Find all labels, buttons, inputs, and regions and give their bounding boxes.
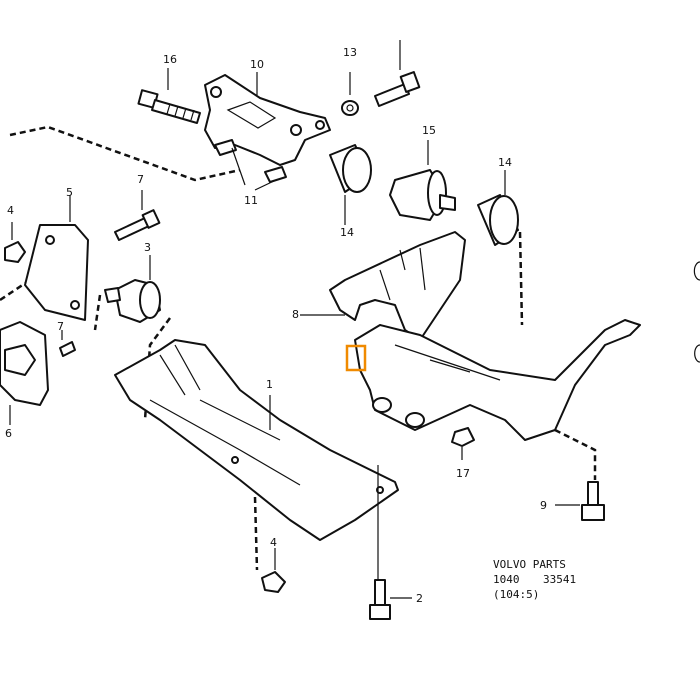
callout-7-upper: 7	[137, 173, 144, 186]
callout-8: 8	[292, 308, 299, 321]
callout-2: 2	[416, 592, 423, 605]
part-15-sleeve[interactable]	[389, 140, 456, 221]
part-11-studs[interactable]	[214, 139, 287, 191]
part-14-bushing-left[interactable]	[329, 144, 372, 225]
highlight-box	[345, 344, 367, 372]
part-3-rubber-mount[interactable]	[104, 255, 161, 323]
part-6-block[interactable]	[0, 321, 49, 425]
callout-10: 10	[250, 58, 264, 71]
callout-3: 3	[144, 241, 151, 254]
part-13-washer[interactable]	[341, 72, 359, 116]
callout-17: 17	[456, 467, 470, 480]
edge-fragment-2	[694, 344, 700, 363]
caption-code-right: 33541	[543, 573, 576, 586]
callout-4-bottom: 4	[270, 536, 277, 549]
part-8-crossmember[interactable]	[300, 231, 641, 441]
callout-14-right: 14	[498, 156, 512, 169]
edge-fragment-1	[693, 261, 700, 281]
caption-code-left: 1040	[493, 573, 520, 586]
part-4-nut-bottom[interactable]	[261, 548, 286, 593]
part-13-bolt[interactable]	[374, 40, 421, 107]
part-4-nut-left[interactable]	[4, 222, 26, 263]
part-10-mount-bracket[interactable]	[204, 74, 331, 166]
part-5-plate[interactable]	[24, 195, 89, 321]
part-7-bolt-upper[interactable]	[114, 190, 161, 241]
callout-7-lower: 7	[57, 320, 64, 333]
callout-11: 11	[244, 194, 258, 207]
part-17-nut[interactable]	[451, 427, 475, 460]
part-1-support-beam[interactable]	[114, 339, 399, 541]
callout-9: 9	[540, 499, 547, 512]
callout-13: 13	[343, 46, 357, 59]
caption-brand: VOLVO PARTS	[493, 558, 566, 571]
part-9-bolt[interactable]	[555, 481, 605, 521]
callout-5: 5	[66, 186, 73, 199]
caption-ref: (104:5)	[493, 588, 539, 601]
parts-caption: VOLVO PARTS 1040 33541 (104:5)	[493, 558, 576, 601]
callout-4-left: 4	[7, 204, 14, 217]
callout-1: 1	[266, 378, 273, 391]
part-2-bolt[interactable]	[369, 465, 412, 620]
callout-15: 15	[422, 124, 436, 137]
callout-16: 16	[163, 53, 177, 66]
part-14-bushing-right[interactable]	[477, 170, 519, 246]
callout-14-left: 14	[340, 226, 354, 239]
part-16-bolt[interactable]	[137, 89, 201, 124]
callout-6: 6	[5, 427, 12, 440]
part-7-bolt-lower[interactable]	[59, 330, 76, 357]
